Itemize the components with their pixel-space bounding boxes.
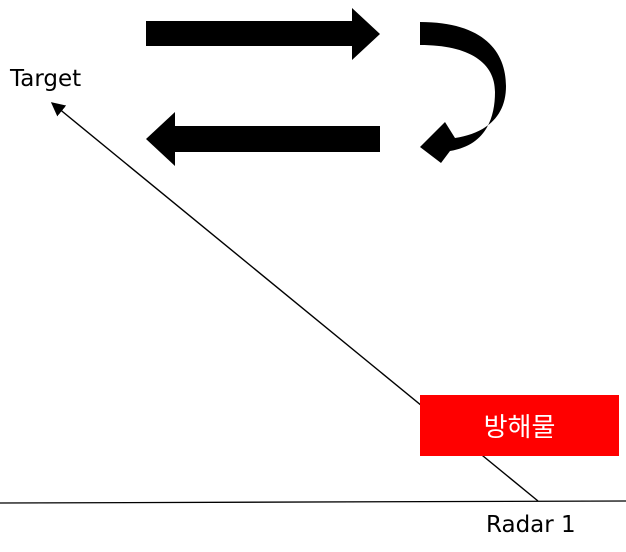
left-block-arrow-icon bbox=[146, 112, 380, 166]
obstacle-box: 방해물 bbox=[420, 395, 619, 456]
curved-u-turn-arrow-icon bbox=[420, 22, 506, 163]
right-block-arrow-icon bbox=[146, 8, 380, 60]
obstacle-label: 방해물 bbox=[483, 413, 556, 443]
radar-label: Radar 1 bbox=[486, 512, 576, 538]
target-label: Target bbox=[10, 66, 82, 92]
ground-line bbox=[0, 500, 626, 504]
